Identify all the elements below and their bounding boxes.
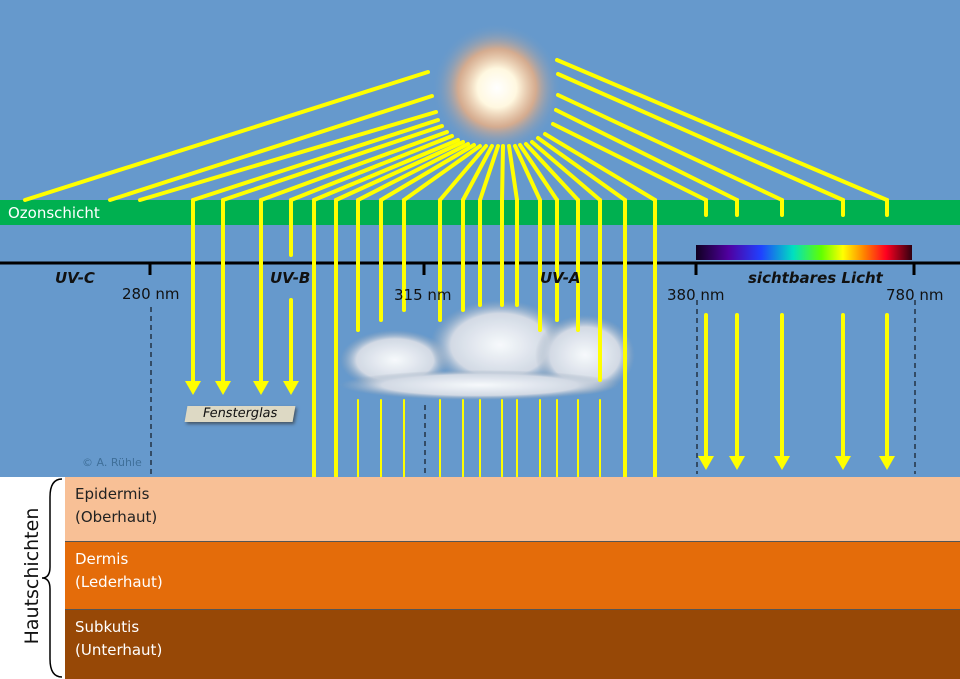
radiation-ray-20 bbox=[530, 140, 602, 202]
sun bbox=[432, 23, 562, 153]
uvc-label: UV-C bbox=[55, 269, 95, 287]
window-glass-label: Fensterglas bbox=[184, 406, 296, 422]
tick-315: 315 nm bbox=[394, 286, 452, 304]
radiation-ray-24 bbox=[554, 108, 739, 202]
arrowhead-icon bbox=[185, 381, 201, 395]
radiation-ray-1 bbox=[108, 94, 434, 202]
radiation-ray-25 bbox=[556, 93, 784, 202]
radiation-ray-11 bbox=[402, 144, 482, 202]
radiation-ray-13 bbox=[461, 144, 494, 202]
radiation-ray-3 bbox=[191, 118, 440, 202]
arrowhead-icon bbox=[729, 456, 745, 470]
tick-380: 380 nm bbox=[667, 286, 725, 304]
brace-icon bbox=[41, 478, 63, 678]
arrowhead-icon bbox=[215, 381, 231, 395]
radiation-ray-0 bbox=[23, 70, 430, 202]
layer-dermis: Dermis (Lederhaut) bbox=[65, 541, 960, 609]
layer-subtitle: (Lederhaut) bbox=[75, 573, 163, 591]
radiation-ray-27 bbox=[555, 58, 889, 202]
layer-subtitle: (Oberhaut) bbox=[75, 508, 158, 526]
radiation-ray-19 bbox=[524, 142, 580, 202]
radiation-ray-15 bbox=[500, 144, 505, 202]
layer-name: Subkutis bbox=[75, 618, 140, 636]
radiation-ray-14 bbox=[478, 144, 500, 202]
radiation-ray-21 bbox=[536, 136, 627, 202]
radiation-ray-23 bbox=[551, 122, 708, 202]
arrowhead-icon bbox=[835, 456, 851, 470]
radiation-ray-7 bbox=[312, 138, 460, 202]
arrowhead-icon bbox=[698, 456, 714, 470]
radiation-ray-22 bbox=[543, 132, 657, 202]
visible-spectrum-bar bbox=[696, 245, 912, 260]
layer-name: Dermis bbox=[75, 550, 129, 568]
radiation-ray-10 bbox=[379, 143, 476, 202]
ozone-label: Ozonschicht bbox=[8, 204, 100, 222]
radiation-ray-26 bbox=[556, 72, 845, 202]
layer-name: Epidermis bbox=[75, 485, 150, 503]
uvb-label: UV-B bbox=[270, 269, 311, 287]
radiation-ray-17 bbox=[513, 144, 542, 202]
layer-epidermis: Epidermis (Oberhaut) bbox=[65, 477, 960, 541]
radiation-ray-12 bbox=[438, 144, 488, 202]
radiation-ray-2 bbox=[138, 110, 438, 202]
cloud bbox=[340, 300, 635, 400]
radiation-ray-18 bbox=[518, 143, 559, 202]
skin-layers-title-panel: Hautschichten bbox=[0, 477, 65, 679]
radiation-ray-9 bbox=[356, 142, 470, 202]
arrowhead-icon bbox=[879, 456, 895, 470]
radiation-ray-6 bbox=[289, 134, 454, 202]
tick-780: 780 nm bbox=[886, 286, 944, 304]
radiation-ray-8 bbox=[334, 140, 465, 202]
layer-subkutis: Subkutis (Unterhaut) bbox=[65, 609, 960, 679]
tick-280: 280 nm bbox=[122, 285, 180, 303]
radiation-ray-5 bbox=[259, 130, 449, 202]
copyright: © A. Rühle bbox=[82, 456, 142, 469]
uva-label: UV-A bbox=[540, 269, 581, 287]
arrowhead-icon bbox=[283, 381, 299, 395]
radiation-ray-16 bbox=[507, 144, 519, 202]
visible-light-label: sichtbares Licht bbox=[748, 269, 883, 287]
arrowhead-icon bbox=[774, 456, 790, 470]
arrowhead-icon bbox=[253, 381, 269, 395]
radiation-ray-4 bbox=[221, 124, 444, 202]
layer-subtitle: (Unterhaut) bbox=[75, 641, 163, 659]
